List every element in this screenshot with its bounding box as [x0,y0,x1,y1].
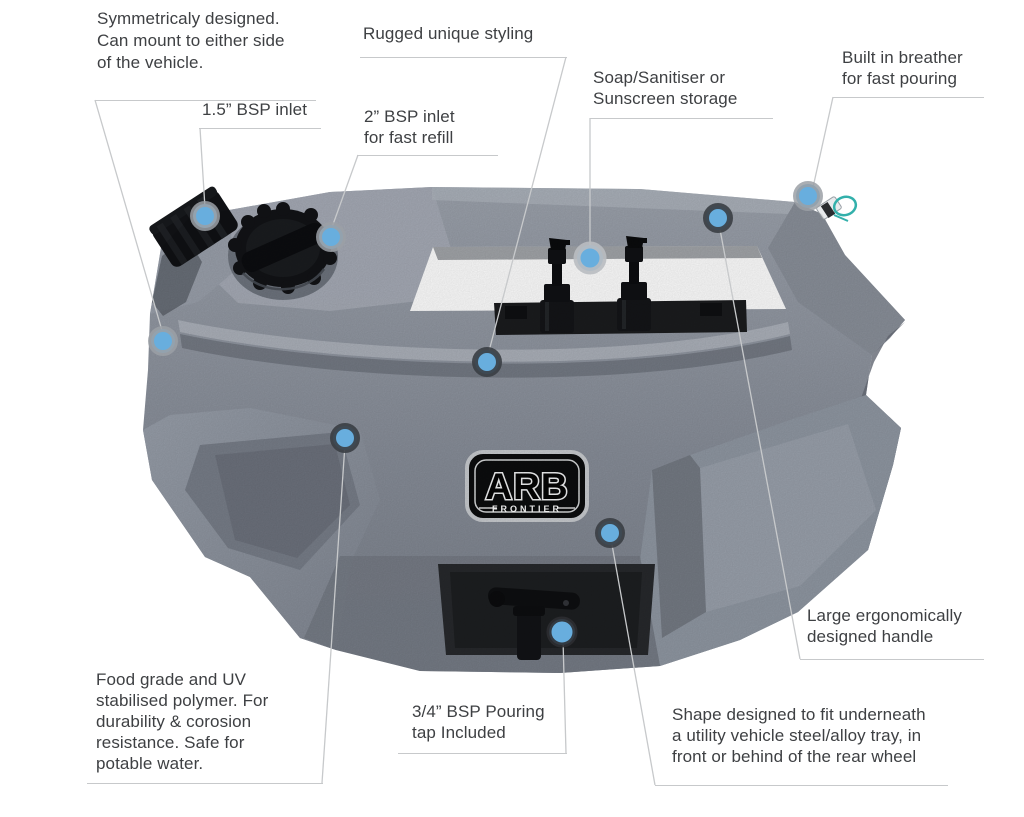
callout-label-rugged: Rugged unique styling [360,23,567,58]
callout-label-shape: Shape designed to fit underneath a utili… [655,704,948,786]
callout-text: Built in breather for fast pouring [842,48,963,88]
callout-marker-tap [546,616,578,648]
callout-text: 3/4” BSP Pouring tap Included [412,702,545,742]
callout-marker-symmetrical [148,326,178,356]
callout-label-inlet-2: 2” BSP inlet for fast refill [357,106,498,156]
line-rugged [487,56,567,356]
callout-marker-soap [573,241,607,275]
callout-label-tap: 3/4” BSP Pouring tap Included [398,701,567,754]
callout-text: Soap/Sanitiser or Sunscreen storage [593,68,738,108]
callout-marker-inlet-1-5 [190,201,220,231]
callout-markers [148,181,823,648]
callout-text: Symmetricaly designed. Can mount to eith… [97,9,285,72]
callout-marker-inlet-2 [316,222,346,252]
callout-marker-rugged [472,347,502,377]
callout-text: 2” BSP inlet for fast refill [364,107,455,147]
line-inlet-1-5 [199,127,206,209]
line-inlet-2 [330,154,359,231]
callout-label-symmetrical: Symmetricaly designed. Can mount to eith… [95,8,316,101]
line-symmetrical [94,99,164,335]
callout-text: 1.5” BSP inlet [202,100,308,119]
line-handle [718,223,801,660]
callout-marker-breather [793,181,823,211]
callout-lines [94,56,834,786]
callout-label-breather: Built in breather for fast pouring [833,47,984,98]
callout-marker-shape [595,518,625,548]
callout-text: Shape designed to fit underneath a utili… [672,705,926,766]
plastic-texture [143,187,905,673]
callout-text: Rugged unique styling [363,24,534,43]
line-food-grade [321,443,346,784]
breather-fitting [816,195,858,222]
callout-label-handle: Large ergonomically designed handle [800,605,984,660]
callout-label-food-grade: Food grade and UV stabilised polymer. Fo… [87,669,323,784]
callout-label-soap: Soap/Sanitiser or Sunscreen storage [590,67,773,119]
line-tap [562,638,567,754]
callout-marker-handle [703,203,733,233]
line-shape [610,538,656,786]
callout-label-inlet-1-5: 1.5” BSP inlet [199,99,321,129]
callout-text: Large ergonomically designed handle [807,606,962,646]
callout-marker-food-grade [330,423,360,453]
callout-text: Food grade and UV stabilised polymer. Fo… [96,670,269,773]
